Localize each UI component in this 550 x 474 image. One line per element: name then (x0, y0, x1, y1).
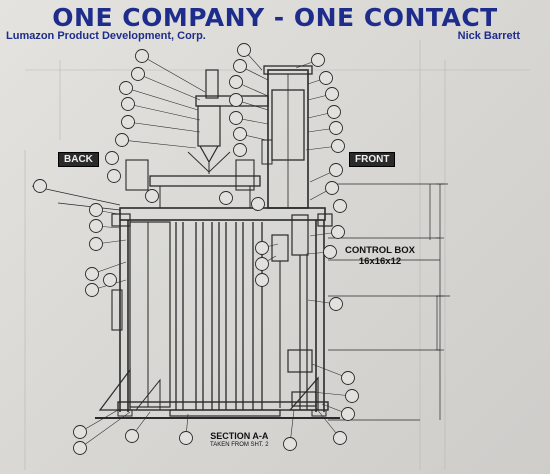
section-title: SECTION A-A (210, 431, 269, 441)
headline: ONE COMPANY - ONE CONTACT (52, 3, 498, 32)
front-side-tag: FRONT (349, 152, 396, 167)
section-label: SECTION A-A TAKEN FROM SHT. 2 (210, 432, 269, 450)
back-side-tag: BACK (58, 152, 99, 167)
control-box-title: CONTROL BOX (345, 245, 416, 256)
section-subtitle: TAKEN FROM SHT. 2 (210, 442, 269, 448)
control-box-label: CONTROL BOX 16x16x12 (345, 245, 415, 267)
company-name: Lumazon Product Development, Corp. (6, 30, 206, 42)
contact-name: Nick Barrett (457, 30, 520, 42)
control-box-size: 16x16x12 (358, 256, 402, 267)
